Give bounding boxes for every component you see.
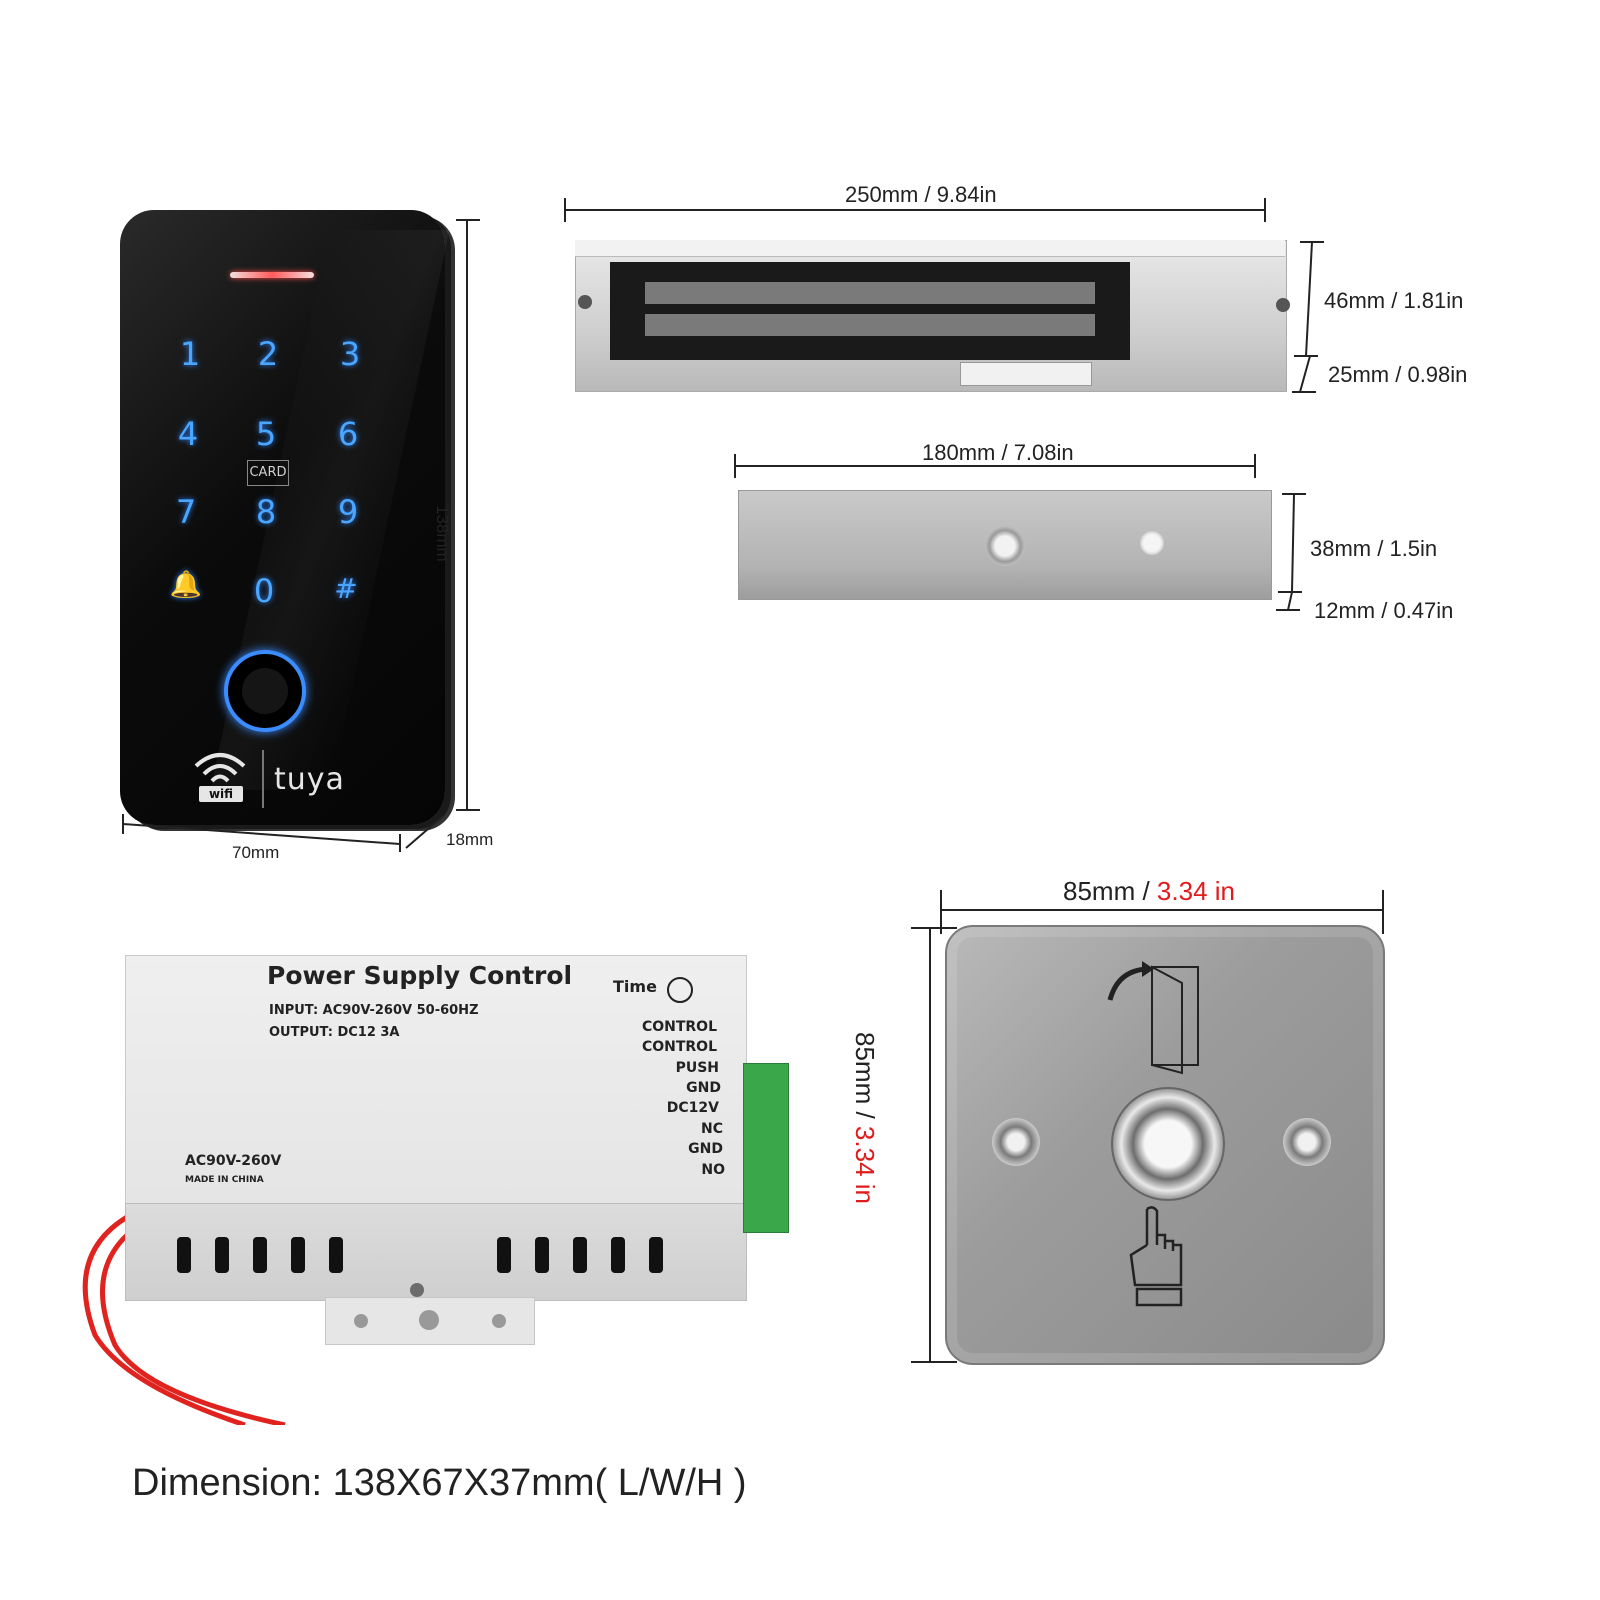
time-label: Time [613,977,657,996]
keypad-height-label: 138mm [433,505,452,562]
vent-slot [649,1237,663,1273]
power-supply-dimension-caption: Dimension: 138X67X37mm( L/W/H ) [132,1462,747,1504]
terminal-label: DC12V [666,1100,719,1116]
key-2[interactable]: 2 [257,335,279,373]
maglock-spec-plate [960,362,1092,386]
key-hash[interactable]: # [334,572,358,605]
terminal-label: NO [701,1162,725,1178]
exit-button-width-label: 85mm / 3.34 in [1063,876,1235,907]
terminal-label: GND [686,1080,721,1096]
exit-push-button[interactable] [1111,1087,1225,1201]
terminal-label: PUSH [675,1060,719,1076]
vent-slot [291,1237,305,1273]
vent-slot [611,1237,625,1273]
exit-button-height-label: 85mm / 3.34 in [849,1032,880,1204]
armature-length-label: 180mm / 7.08in [922,440,1074,465]
vent-slot [573,1237,587,1273]
push-hand-icon [1129,1206,1183,1307]
armature-height-dimension-line [1276,493,1306,611]
keypad-device: 1 2 3 4 5 6 CARD 7 8 9 🔔 0 # wifi tuya [120,210,450,830]
keypad-width-dimension-line [122,814,401,852]
power-supply-input-spec: INPUT: AC90V-260V 50-60HZ [269,1003,479,1018]
fingerprint-sensor[interactable] [224,650,306,732]
status-led [230,272,314,278]
exit-button-height-in: 3.34 in [850,1125,880,1204]
keypad-depth-dimension-line [405,815,444,849]
keypad-height-dimension-line [456,219,480,811]
exit-button-width-in: 3.34 in [1156,876,1235,906]
terminal-label: CONTROL [641,1019,717,1035]
terminal-label: CONTROL [641,1039,717,1055]
mounting-bracket [325,1297,535,1345]
exit-button-height-dimension-line [911,927,957,1363]
maglock-depth-label: 25mm / 0.98in [1328,362,1468,387]
power-wires [82,1214,286,1425]
power-supply-title: Power Supply Control [267,961,573,990]
brand-logo: tuya [274,762,345,797]
key-6[interactable]: 6 [337,415,359,453]
armature-length-dimension-line [734,454,1256,478]
maglock-height-label: 46mm / 1.81in [1324,288,1464,313]
wifi-icon [194,753,246,783]
armature-depth-label: 12mm / 0.47in [1314,598,1454,623]
keypad-width-label: 70mm [232,843,280,862]
plate-screw-left [992,1118,1040,1166]
key-3[interactable]: 3 [339,335,361,373]
magnet-core-top [645,282,1095,304]
key-4[interactable]: 4 [177,415,199,453]
card-reader-label: CARD [247,460,289,486]
armature-height-label: 38mm / 1.5in [1310,536,1438,561]
bracket-keyhole [419,1310,439,1330]
key-7[interactable]: 7 [175,493,197,531]
front-screw [410,1283,424,1297]
bell-key[interactable]: 🔔 [169,570,203,600]
maglock-magnet-face [610,262,1130,360]
maglock-top-edge [575,240,1285,257]
power-supply-output-spec: OUTPUT: DC12 3A [269,1025,400,1040]
power-supply-device: Power Supply Control INPUT: AC90V-260V 5… [55,955,815,1425]
door-open-icon [1107,961,1199,1075]
magnet-core-bottom [645,314,1095,336]
power-supply-top-face [125,955,747,1247]
exit-button-width-dimension-line [940,890,1384,934]
vent-slot [497,1237,511,1273]
vent-slot [329,1237,343,1273]
keypad-divider [262,750,264,808]
time-dial-icon [667,977,693,1003]
key-0[interactable]: 0 [253,572,275,610]
vent-slot [215,1237,229,1273]
maglock-height-dimension-line [1292,241,1324,393]
key-8[interactable]: 8 [255,493,277,531]
bracket-hole-left [354,1314,368,1328]
maglock-length-label: 250mm / 9.84in [845,182,997,207]
made-in-label: MADE IN CHINA [185,1175,264,1185]
armature-pin-hole [1140,531,1164,555]
maglock-screw-left [578,295,592,309]
terminal-block [743,1063,789,1233]
terminal-label: NC [701,1121,723,1137]
bracket-hole-right [492,1314,506,1328]
wifi-label: wifi [199,786,243,802]
vent-slot [253,1237,267,1273]
key-9[interactable]: 9 [337,493,359,531]
plate-screw-right [1283,1118,1331,1166]
maglock-screw-right [1276,298,1290,312]
key-5[interactable]: 5 [255,415,277,453]
keypad-depth-label: 18mm [446,830,494,849]
ac-input-label: AC90V-260V [185,1153,282,1169]
maglock-length-dimension-line [564,198,1266,222]
key-1[interactable]: 1 [179,335,201,373]
exit-button-width-mm: 85mm / [1063,876,1157,906]
vent-slot [535,1237,549,1273]
exit-button-height-mm: 85mm / [850,1032,880,1126]
terminal-label: GND [688,1141,723,1157]
vent-slot [177,1237,191,1273]
armature-bolt-hole [985,526,1025,566]
fingerprint-icon [242,668,288,714]
